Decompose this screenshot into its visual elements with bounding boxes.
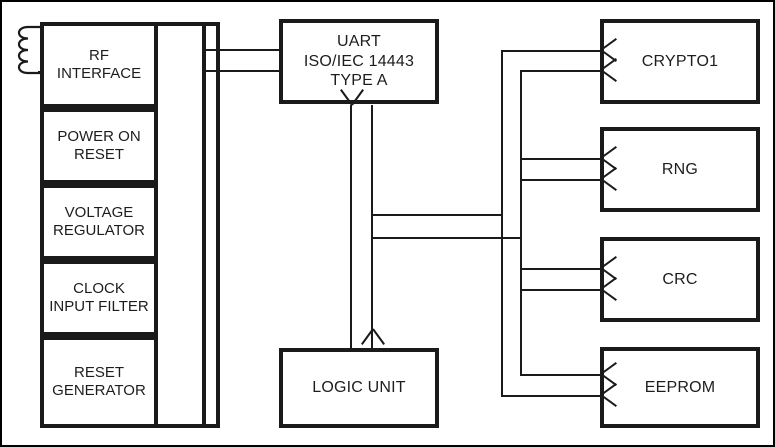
bus-rail-inner [520, 70, 522, 374]
block-crc-label: CRC [662, 270, 698, 288]
wire-bus-eeprom-a [520, 374, 600, 376]
bus-rail-outer [501, 50, 503, 395]
block-uart[interactable]: UART ISO/IEC 14443 TYPE A [279, 19, 439, 104]
wire-logic-to-uart [350, 105, 352, 348]
wire-frontend-uart-bottom [206, 70, 281, 72]
block-uart-label: UART ISO/IEC 14443 TYPE A [303, 33, 415, 90]
block-clock-input-filter-label: CLOCK INPUT FILTER [49, 279, 149, 315]
block-clock-input-filter[interactable]: CLOCK INPUT FILTER [40, 260, 158, 336]
block-voltage-regulator-label: VOLTAGE REGULATOR [53, 203, 145, 239]
block-reset-generator[interactable]: RESET GENERATOR [40, 336, 158, 428]
block-voltage-regulator[interactable]: VOLTAGE REGULATOR [40, 184, 158, 260]
block-eeprom[interactable]: EEPROM [600, 347, 760, 428]
wire-bus-crc-b [520, 289, 600, 291]
wire-branch-lower [371, 237, 521, 239]
block-crc[interactable]: CRC [600, 237, 760, 322]
wire-bus-crypto1-a [501, 50, 600, 52]
wire-bus-rng-a [520, 158, 600, 160]
wire-bus-crc-a [520, 268, 600, 270]
block-rng[interactable]: RNG [600, 127, 760, 212]
wire-bus-eeprom-b [501, 395, 600, 397]
wire-uart-to-logic [371, 105, 373, 348]
block-power-on-reset[interactable]: POWER ON RESET [40, 108, 158, 184]
block-logic-unit[interactable]: LOGIC UNIT [279, 348, 439, 428]
block-rf-interface[interactable]: RF INTERFACE [40, 22, 158, 108]
block-rf-interface-label: RF INTERFACE [56, 46, 142, 82]
block-logic-unit-label: LOGIC UNIT [312, 379, 406, 397]
wire-branch-upper [371, 214, 502, 216]
front-end-internal-bus [202, 22, 206, 428]
wire-bus-crypto1-b [520, 70, 600, 72]
antenna-coil-icon [17, 25, 46, 75]
block-crypto1[interactable]: CRYPTO1 [600, 19, 760, 104]
wire-bus-rng-b [520, 179, 600, 181]
block-rng-label: RNG [661, 160, 699, 178]
block-power-on-reset-label: POWER ON RESET [57, 127, 141, 163]
block-crypto1-label: CRYPTO1 [641, 52, 719, 70]
block-reset-generator-label: RESET GENERATOR [52, 363, 146, 399]
block-eeprom-label: EEPROM [644, 378, 716, 396]
wire-frontend-uart-top [206, 49, 281, 51]
